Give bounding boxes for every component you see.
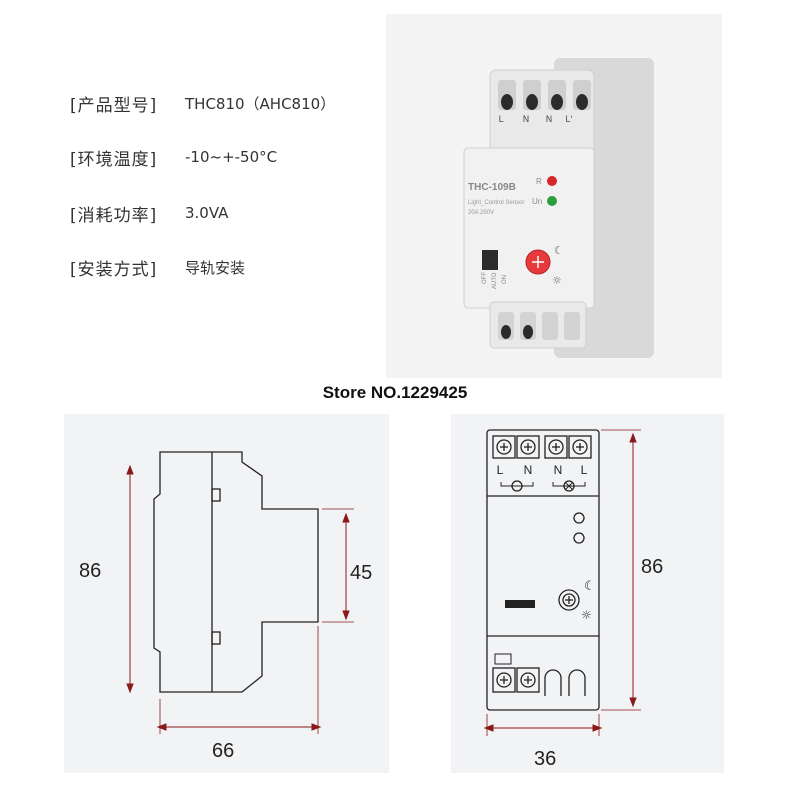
spec-label: [消耗功率]	[70, 205, 158, 226]
indicator-label-un: Un	[532, 197, 542, 206]
switch-label-auto: AUTO	[492, 272, 498, 289]
model-label: THC-109B	[468, 182, 516, 193]
product-photo: L N N L' THC-109B Light_Control Sensor 2…	[386, 14, 722, 378]
front-terminal-label: N	[524, 463, 533, 477]
side-view-panel: 86 45 66	[64, 414, 389, 773]
spec-value: 导轨安装	[185, 258, 246, 277]
red-led-icon	[547, 176, 557, 186]
model-rating: 20A 250V	[468, 210, 494, 216]
terminal-label: L	[498, 115, 503, 125]
side-view-drawing	[126, 451, 354, 734]
green-led-icon	[547, 196, 557, 206]
terminal-label: L'	[565, 115, 573, 125]
dim-width-label: 66	[212, 740, 235, 762]
spec-value: 3.0VA	[185, 204, 229, 222]
spec-value: THC810（AHC810）	[185, 94, 336, 113]
model-subtitle: Light_Control Sensor	[468, 200, 524, 206]
switch-label-off: OFF	[482, 272, 488, 284]
front-terminal-label: L	[581, 463, 588, 477]
sun-icon: ☼	[552, 274, 562, 287]
switch-slot	[505, 600, 535, 608]
store-number-label: Store NO.1229425	[322, 383, 468, 402]
sun-icon: ☼	[581, 608, 592, 622]
spec-label: [产品型号]	[70, 95, 158, 116]
spec-row-temperature: [环境温度] -10~+-50°C	[70, 142, 277, 172]
front-terminal-label: N	[554, 463, 563, 477]
dim-height-label: 86	[79, 560, 102, 582]
spec-label: [环境温度]	[70, 149, 158, 170]
moon-icon: ☾	[584, 579, 596, 594]
mode-switch	[482, 250, 498, 270]
spec-row-installation: [安装方式] 导轨安装	[70, 252, 245, 282]
indicator-label-r: R	[536, 177, 542, 186]
switch-label-on: ON	[502, 275, 508, 284]
moon-icon: ☾	[554, 244, 564, 257]
top-terminals	[498, 80, 591, 110]
dim-height-label: 86	[641, 556, 664, 578]
terminal-label: N	[523, 115, 530, 125]
spec-row-model: [产品型号] THC810（AHC810）	[70, 88, 335, 118]
front-terminal-label: L	[497, 463, 504, 477]
spec-row-power: [消耗功率] 3.0VA	[70, 198, 228, 228]
dim-inner-height-label: 45	[350, 562, 373, 584]
dim-width-label: 36	[534, 748, 557, 770]
spec-value: -10~+-50°C	[185, 148, 278, 166]
front-view-panel: L N N L ☾ ☼ 86 36	[451, 414, 724, 773]
front-view-drawing: L N N L ☾ ☼	[483, 429, 641, 736]
terminal-label: N	[546, 115, 553, 125]
spec-label: [安装方式]	[70, 259, 158, 280]
product-device-drawing: L N N L' THC-109B Light_Control Sensor 2…	[386, 14, 722, 378]
